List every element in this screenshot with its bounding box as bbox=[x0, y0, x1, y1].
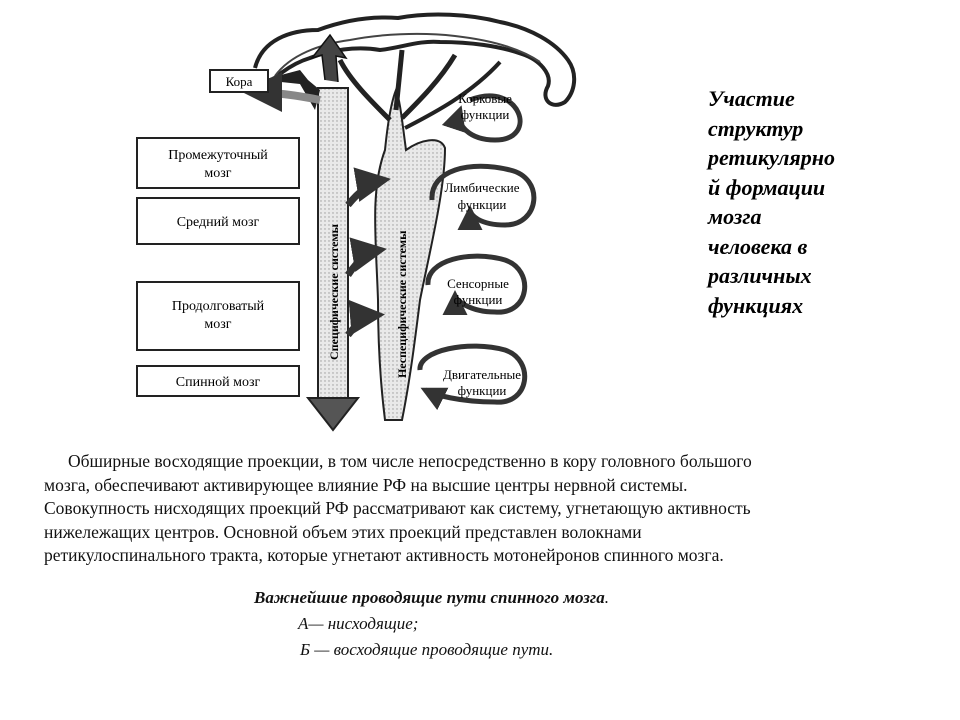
specific-systems-label: Специфические системы bbox=[327, 223, 341, 360]
cortical-functions-loop bbox=[441, 93, 523, 143]
side-title-line: функциях bbox=[708, 292, 804, 318]
side-title-line: структур bbox=[708, 115, 804, 141]
sensory-functions-loop bbox=[425, 253, 528, 316]
nonspecific-branch-left bbox=[337, 58, 392, 122]
nonspecific-systems-label: Неспецифические системы bbox=[395, 230, 409, 378]
collateral-arrow-3 bbox=[345, 299, 385, 338]
pathway-a: А— нисходящие; bbox=[298, 614, 419, 633]
paragraph-line: Совокупность нисходящих проекций РФ расс… bbox=[44, 498, 751, 518]
limbic-functions-label-1: Лимбические bbox=[444, 180, 519, 195]
pathways-heading: Важнейшие проводящие пути спинного мозга… bbox=[254, 588, 609, 608]
midbrain-label: Средний мозг bbox=[177, 215, 260, 230]
side-title-line: Участие bbox=[708, 86, 795, 111]
paragraph-line: нижележащих центров. Основной объем этих… bbox=[44, 521, 642, 542]
spinal-cord-label: Спинной мозг bbox=[176, 375, 261, 390]
side-title-line: й формации bbox=[708, 174, 826, 200]
side-title-line: ретикулярно bbox=[708, 145, 835, 170]
sensory-functions-label-2: функции bbox=[454, 292, 503, 307]
collateral-arrow-1 bbox=[345, 167, 391, 208]
specific-column-arrowhead bbox=[305, 397, 361, 432]
cortical-functions-label-2: функции bbox=[461, 107, 510, 122]
side-title-line: мозга bbox=[708, 204, 762, 229]
paragraph-line: ретикулоспинального тракта, которые угне… bbox=[44, 545, 724, 565]
midbrain-box bbox=[136, 197, 300, 245]
diencephalon-label-2: мозг bbox=[204, 166, 231, 181]
paragraph-line: мозга, обеспечивают активирующее влияние… bbox=[44, 474, 688, 495]
specific-ascending-arrow bbox=[309, 33, 348, 83]
side-title-line: человека в bbox=[708, 233, 808, 259]
medulla-box bbox=[136, 281, 300, 351]
pathways-heading-dot: . bbox=[604, 588, 609, 607]
nonspecific-trunk bbox=[374, 87, 447, 421]
pathways-heading-text: Важнейшие проводящие пути спинного мозга bbox=[254, 588, 605, 607]
side-title: Участие структур ретикулярно й формации … bbox=[708, 84, 858, 320]
reticular-formation-diagram: Кора Промежуточный мозг Средний мозг Про… bbox=[136, 12, 577, 432]
sensory-functions-label-1: Сенсорные bbox=[447, 276, 509, 291]
cortical-functions-label-1: Корковые bbox=[458, 91, 512, 106]
nonspecific-branch-right bbox=[400, 53, 458, 120]
collateral-arrow-2 bbox=[345, 237, 387, 277]
spinal-cord-box bbox=[136, 365, 300, 397]
description-paragraph: Обширные восходящие проекции, в том числ… bbox=[44, 450, 924, 568]
diencephalon-box bbox=[136, 137, 300, 189]
motor-functions-label-2: функции bbox=[458, 383, 507, 398]
medulla-label-1: Продолговатый bbox=[172, 299, 265, 314]
motor-functions-loop bbox=[417, 343, 528, 411]
limbic-functions-loop bbox=[429, 163, 537, 231]
side-title-line: различных bbox=[708, 263, 812, 288]
cortex-inner-outline bbox=[274, 32, 541, 77]
nonspecific-branch-mid bbox=[393, 49, 405, 111]
cortex-outline bbox=[253, 12, 577, 107]
motor-functions-label-1: Двигательные bbox=[443, 367, 521, 382]
pathway-b: Б — восходящие проводящие пути. bbox=[300, 640, 554, 659]
cortex-box bbox=[209, 69, 269, 93]
diencephalon-label-1: Промежуточный bbox=[168, 148, 268, 163]
cortex-label: Кора bbox=[226, 74, 253, 89]
limbic-functions-label-2: функции bbox=[458, 197, 507, 212]
specific-column bbox=[317, 87, 349, 399]
nonspecific-branch-far-right bbox=[404, 60, 502, 130]
paragraph-line: Обширные восходящие проекции, в том числ… bbox=[68, 451, 752, 471]
medulla-label-2: мозг bbox=[204, 317, 231, 332]
